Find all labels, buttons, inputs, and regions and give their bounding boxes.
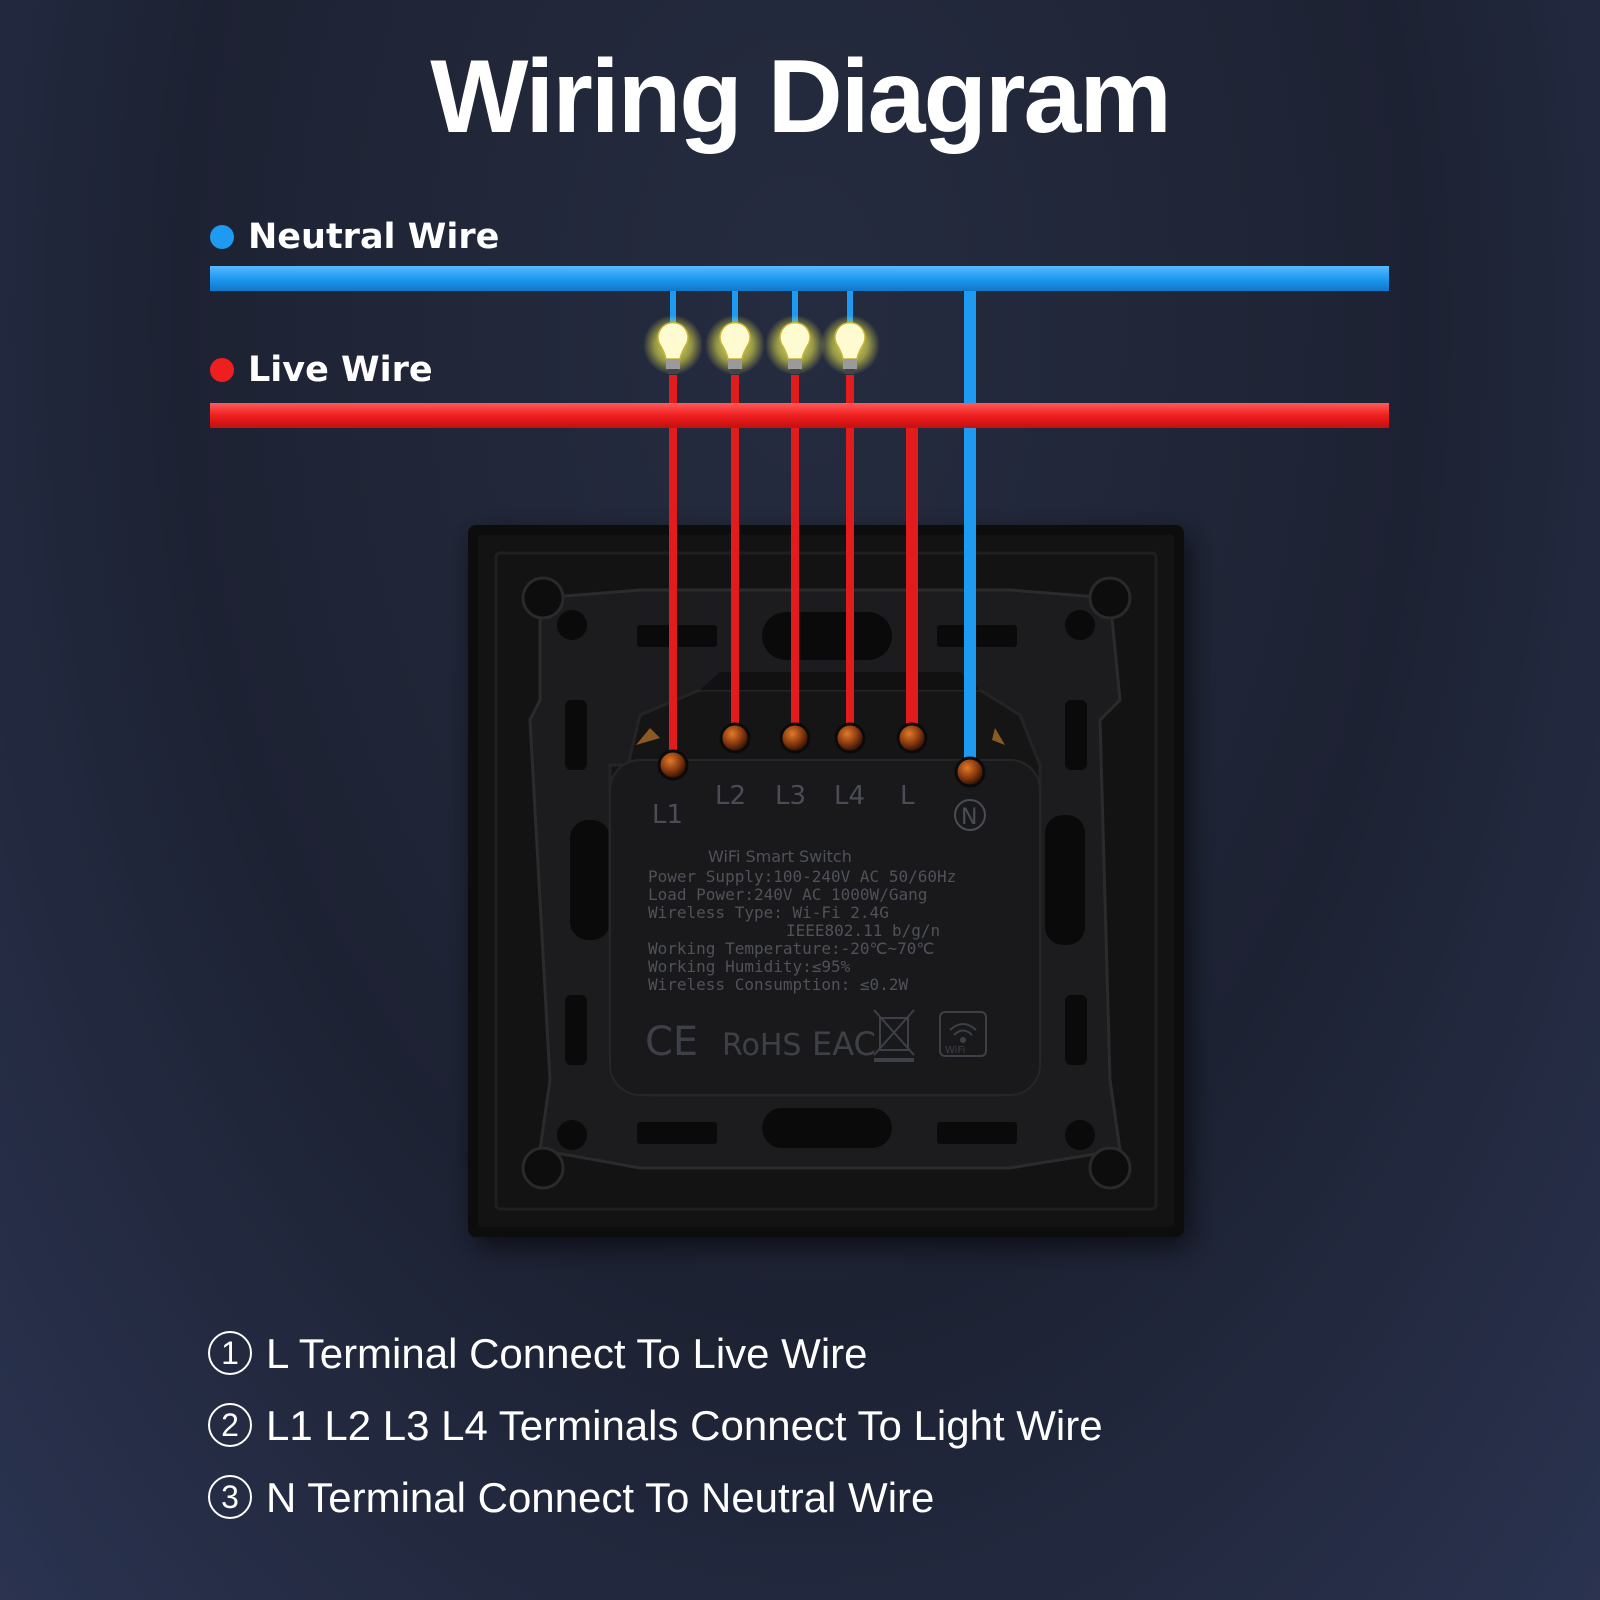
legend-live-label: Live Wire: [248, 350, 433, 390]
device-name: WiFi Smart Switch: [708, 847, 852, 866]
live-bus-bar: [210, 403, 1389, 428]
screw-l-icon: [896, 722, 928, 754]
instruction-item: 2 L1 L2 L3 L4 Terminals Connect To Light …: [208, 1390, 1103, 1462]
spec-wireless-type: Wireless Type: Wi-Fi 2.4G: [648, 903, 889, 922]
live-dot-icon: [210, 358, 234, 382]
spec-temperature: Working Temperature:-20℃~70℃: [648, 939, 934, 958]
step-number-badge: 3: [208, 1474, 252, 1519]
terminal-n-ring-icon: [954, 799, 986, 831]
screw-l2-icon: [719, 722, 751, 754]
instruction-list: 1 L Terminal Connect To Live Wire 2 L1 L2 …: [208, 1318, 1103, 1534]
legend-neutral: Neutral Wire: [210, 217, 499, 257]
neutral-bus-bar: [210, 266, 1389, 291]
spec-load-power: Load Power:240V AC 1000W/Gang: [648, 885, 927, 904]
legend-neutral-label: Neutral Wire: [248, 217, 500, 257]
device-label: WiFi Smart Switch Power Supply:100-240V …: [645, 847, 987, 1065]
screw-l4-icon: [834, 722, 866, 754]
light-bulb-3-icon: [765, 315, 825, 375]
spec-power-supply: Power Supply:100-240V AC 50/60Hz: [648, 867, 956, 886]
step-number-badge: 2: [208, 1402, 252, 1447]
terminal-label-l3: L3: [775, 781, 806, 811]
spec-ieee: IEEE802.11 b/g/n: [786, 921, 940, 940]
terminal-label-l4: L4: [834, 781, 865, 811]
page-title: Wiring Diagram: [430, 39, 1172, 155]
screw-l3-icon: [779, 722, 811, 754]
instruction-text: L Terminal Connect To Live Wire: [266, 1330, 868, 1377]
terminal-label-n: N: [961, 805, 977, 830]
neutral-dot-icon: [210, 225, 234, 249]
spec-humidity: Working Humidity:≤95%: [648, 957, 851, 976]
screw-n-icon: [954, 756, 986, 788]
light-bulb-1-icon: [643, 315, 703, 375]
wifi-badge-icon: WiFi: [939, 1011, 987, 1057]
instruction-item: 1 L Terminal Connect To Live Wire: [208, 1318, 1103, 1390]
rohs-mark: RoHS: [722, 1028, 801, 1063]
legend-live: Live Wire: [210, 350, 433, 390]
terminal-screws: [636, 722, 1005, 788]
instruction-text: L1 L2 L3 L4 Terminals Connect To Light W…: [266, 1402, 1103, 1449]
light-bulb-2-icon: [705, 315, 765, 375]
light-bulb-4-icon: [820, 315, 880, 375]
weee-bin-icon: [873, 1009, 915, 1062]
svg-text:WiFi: WiFi: [945, 1045, 965, 1056]
terminal-label-l: L: [900, 781, 915, 811]
spec-consumption: Wireless Consumption: ≤0.2W: [648, 975, 908, 994]
terminal-labels: L1 L2 L3 L4 L N: [652, 781, 986, 831]
eac-mark: EAC: [812, 1025, 876, 1063]
ce-mark: CE: [645, 1019, 698, 1065]
instruction-text: N Terminal Connect To Neutral Wire: [266, 1474, 935, 1521]
terminal-label-l1: L1: [652, 800, 683, 830]
light-bulbs: [643, 315, 880, 375]
instruction-item: 3 N Terminal Connect To Neutral Wire: [208, 1462, 1103, 1534]
step-number-badge: 1: [208, 1330, 252, 1375]
switch-plate: [468, 525, 1184, 1237]
terminal-label-l2: L2: [715, 781, 746, 811]
screw-l1-icon: [657, 749, 689, 781]
